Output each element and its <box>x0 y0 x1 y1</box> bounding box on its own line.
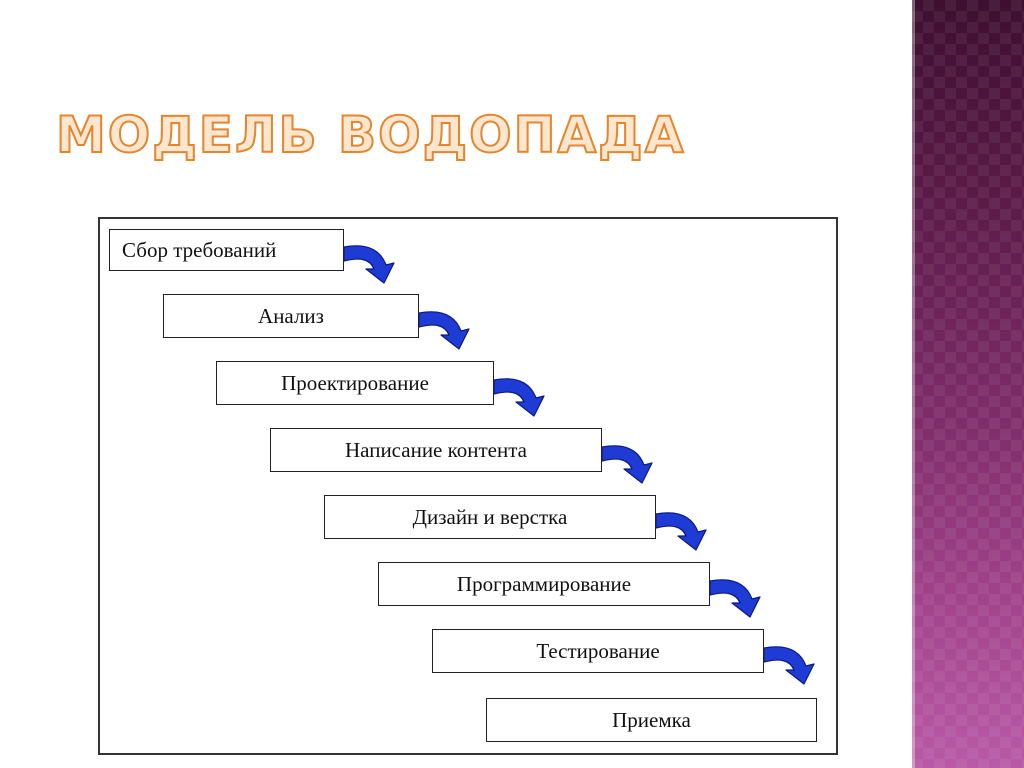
step-box-programming: Программирование <box>378 562 710 606</box>
step-label: Приемка <box>612 707 691 732</box>
step-box-content: Написание контента <box>270 428 602 472</box>
decorative-side-band <box>912 0 1024 768</box>
step-box-analysis: Анализ <box>163 294 419 338</box>
step-label: Сбор требований <box>122 237 277 262</box>
step-box-testing: Тестирование <box>432 629 764 673</box>
step-label: Тестирование <box>536 638 660 663</box>
step-label: Анализ <box>258 303 324 328</box>
step-label: Программирование <box>456 571 632 596</box>
step-label: Проектирование <box>281 370 429 395</box>
step-box-requirements: Сбор требований <box>109 229 344 271</box>
step-box-acceptance: Приемка <box>486 698 817 742</box>
step-label: Дизайн и верстка <box>412 504 568 529</box>
slide-title: МОДЕЛЬ ВОДОПАДА <box>55 105 686 165</box>
step-box-layout: Дизайн и верстка <box>324 495 656 539</box>
step-box-design: Проектирование <box>216 361 494 405</box>
step-label: Написание контента <box>345 437 527 462</box>
